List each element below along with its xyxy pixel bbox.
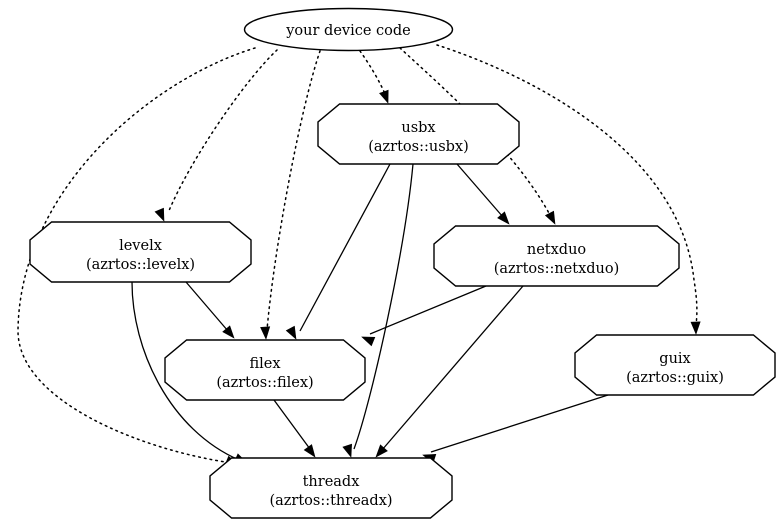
edge-line xyxy=(436,44,698,327)
edge-device-to-usbx xyxy=(359,50,389,104)
edge-netxduo-to-threadx xyxy=(375,285,524,458)
edge-line xyxy=(353,163,414,450)
edge-arrowhead xyxy=(222,325,235,339)
node-label-namespace: (azrtos::filex) xyxy=(216,375,313,391)
edge-arrowhead xyxy=(497,211,510,225)
node-levelx[interactable]: levelx(azrtos::levelx) xyxy=(29,221,252,283)
node-label-primary: netxduo xyxy=(527,242,586,258)
edge-arrowhead xyxy=(342,443,352,458)
edge-line xyxy=(131,281,240,461)
edge-line xyxy=(273,399,311,450)
edge-line xyxy=(17,47,256,464)
node-device[interactable]: your device code xyxy=(243,7,454,52)
node-label-primary: filex xyxy=(249,356,280,372)
edge-line xyxy=(266,50,321,331)
node-usbx[interactable]: usbx(azrtos::usbx) xyxy=(317,103,520,165)
node-netxduo[interactable]: netxduo(azrtos::netxduo) xyxy=(433,225,680,287)
edge-usbx-to-threadx xyxy=(342,163,414,458)
node-label-namespace: (azrtos::threadx) xyxy=(269,493,392,509)
node-threadx[interactable]: threadx(azrtos::threadx) xyxy=(209,457,453,519)
edge-arrowhead xyxy=(379,89,389,104)
edge-line xyxy=(369,285,487,335)
edge-device-to-guix xyxy=(436,44,701,335)
node-shape-octagon xyxy=(433,225,680,287)
edge-line xyxy=(456,163,504,218)
edge-levelx-to-filex xyxy=(185,281,235,339)
edge-device-to-filex xyxy=(260,50,321,340)
edge-line xyxy=(381,285,524,451)
edge-line xyxy=(167,49,278,214)
edge-usbx-to-netxduo xyxy=(456,163,510,225)
edge-netxduo-to-filex xyxy=(361,285,487,347)
node-shape-octagon xyxy=(164,339,366,401)
node-label-namespace: (azrtos::guix) xyxy=(626,370,724,386)
node-label-namespace: (azrtos::netxduo) xyxy=(494,261,620,277)
node-label-primary: usbx xyxy=(401,120,435,136)
edge-device-to-levelx xyxy=(154,49,278,222)
edge-usbx-to-filex xyxy=(285,163,391,340)
edge-guix-to-threadx xyxy=(422,394,609,464)
edge-arrowhead xyxy=(260,326,271,340)
node-shape-octagon xyxy=(29,221,252,283)
edge-arrowhead xyxy=(285,325,297,340)
node-shape-octagon xyxy=(209,457,453,519)
edge-arrowhead xyxy=(375,444,388,458)
node-guix[interactable]: guix(azrtos::guix) xyxy=(574,334,776,396)
node-label-primary: guix xyxy=(659,351,690,367)
edges-layer xyxy=(17,44,701,466)
nodes-layer: your device codeusbx(azrtos::usbx)levelx… xyxy=(29,7,776,519)
edge-line xyxy=(359,50,386,95)
node-label-primary: levelx xyxy=(119,238,162,254)
node-label-namespace: (azrtos::usbx) xyxy=(368,139,469,155)
node-shape-ellipse xyxy=(243,7,454,52)
node-label-primary: your device code xyxy=(285,23,411,39)
edge-arrowhead xyxy=(690,321,701,335)
edge-arrowhead xyxy=(544,210,556,225)
node-filex[interactable]: filex(azrtos::filex) xyxy=(164,339,366,401)
edge-arrowhead xyxy=(303,444,316,458)
edge-line xyxy=(430,394,609,453)
edge-line xyxy=(299,163,391,332)
edge-arrowhead xyxy=(361,336,376,347)
edge-filex-to-threadx xyxy=(273,399,316,458)
node-shape-octagon xyxy=(574,334,776,396)
node-label-primary: threadx xyxy=(303,474,360,490)
node-shape-octagon xyxy=(317,103,520,165)
node-label-namespace: (azrtos::levelx) xyxy=(86,257,195,273)
edge-arrowhead xyxy=(154,207,165,222)
edge-line xyxy=(185,281,229,332)
